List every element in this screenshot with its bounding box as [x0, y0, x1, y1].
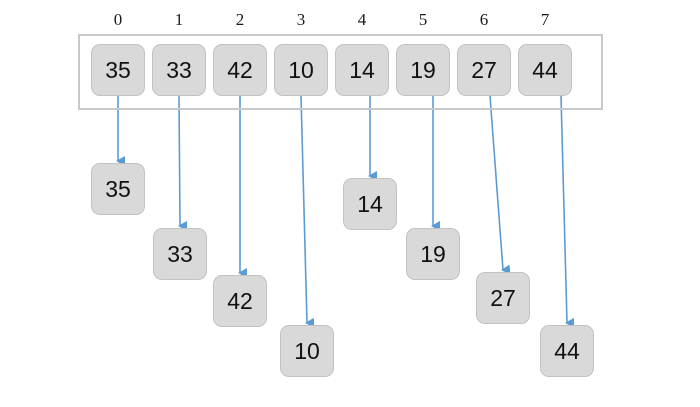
arrow-3	[300, 95, 315, 328]
output-cell-2[interactable]: 42	[213, 275, 267, 327]
array-cell-5[interactable]: 19	[396, 44, 450, 96]
output-cell-5[interactable]: 19	[406, 228, 460, 280]
output-cell-4[interactable]: 14	[343, 178, 397, 230]
arrow-7	[560, 95, 575, 328]
index-label-2: 2	[235, 10, 245, 29]
array-cell-6[interactable]: 27	[457, 44, 511, 96]
array-cell-2[interactable]: 42	[213, 44, 267, 96]
array-frame	[78, 34, 603, 110]
array-cell-4[interactable]: 14	[335, 44, 389, 96]
index-label-7: 7	[540, 10, 550, 29]
arrow-6	[489, 95, 511, 275]
arrow-1	[178, 95, 188, 231]
index-label-3: 3	[296, 10, 306, 29]
array-cell-3[interactable]: 10	[274, 44, 328, 96]
index-label-5: 5	[418, 10, 428, 29]
index-label-1: 1	[174, 10, 184, 29]
output-cell-3[interactable]: 10	[280, 325, 334, 377]
output-cell-0[interactable]: 35	[91, 163, 145, 215]
index-label-0: 0	[113, 10, 123, 29]
array-cell-7[interactable]: 44	[518, 44, 572, 96]
index-label-6: 6	[479, 10, 489, 29]
output-cell-7[interactable]: 44	[540, 325, 594, 377]
array-cell-1[interactable]: 33	[152, 44, 206, 96]
array-cell-0[interactable]: 35	[91, 44, 145, 96]
output-cell-6[interactable]: 27	[476, 272, 530, 324]
index-label-4: 4	[357, 10, 367, 29]
output-cell-1[interactable]: 33	[153, 228, 207, 280]
